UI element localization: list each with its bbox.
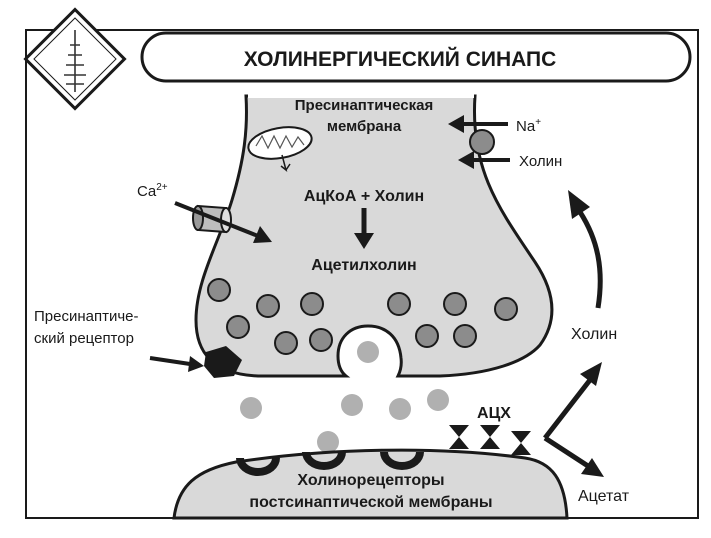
na-arrow-icon [448,115,508,133]
ache-label: АЦХ [477,405,511,422]
ca-arrow-icon [174,201,272,243]
choline-top-label: Холин [519,153,562,170]
vesicle [415,324,439,348]
vesicle [387,292,411,316]
released-ach [341,394,363,416]
vesicle [494,297,518,321]
presynaptic-membrane-label-2: мембрана [327,118,402,135]
vesicle [300,292,324,316]
vesicle [274,331,298,355]
vesicles [207,278,518,355]
vesicle [256,294,280,318]
title-text: ХОЛИНЕРГИЧЕСКИЙ СИНАПС [244,47,557,71]
breakdown-arrows-icon [543,362,604,477]
released-ach [357,341,379,363]
presynaptic-receptor-arrow-icon [149,356,204,372]
ache-enzymes [449,425,531,455]
vesicle [443,292,467,316]
released-ach [317,431,339,453]
vesicle [453,324,477,348]
mitochondrion-icon [247,126,313,173]
cholinoreceptors-label-1: Холинорецепторы [297,472,444,489]
vesicle [226,315,250,339]
presynaptic-membrane-label-1: Пресинаптическая [295,97,433,114]
ache-icon [449,425,469,449]
acetyl-coa-choline-label: АцКоА + Холин [304,188,424,205]
acetate-label: Ацетат [578,488,630,505]
vesicle [309,328,333,352]
na-label: Na+ [516,117,541,135]
ca-label: Ca2+ [137,182,168,200]
synthesis-arrow-icon [354,208,374,249]
cholinoreceptor-icon [236,458,280,476]
ache-icon [511,431,531,455]
ache-icon [480,425,500,449]
cholinoreceptors-label-2: постсинаптической мембраны [249,494,492,511]
choline-right-label: Холин [571,326,617,343]
acetylcholine-label: Ацетилхолин [311,257,416,274]
choline-in-arrow-icon [458,151,510,169]
choline-transporter [469,129,495,155]
cleft-ach [240,389,449,453]
logo-icon [23,7,127,111]
choline-reuptake-arrow-icon [568,190,603,309]
presynaptic-receptor-icon [204,346,242,378]
cholinoreceptor-icon [302,452,346,470]
terminal-top-mask [248,90,474,98]
presynaptic-receptor-label-2: ский рецептор [34,330,134,347]
title-banner [140,31,692,83]
released-ach [240,397,262,419]
cholinoreceptors [236,452,424,476]
released-ach [389,398,411,420]
cholinoreceptor-icon [380,452,424,470]
released-ach [427,389,449,411]
presynaptic-receptor-label-1: Пресинаптиче- [34,308,139,325]
vesicle [207,278,231,302]
presynaptic-terminal [194,94,554,378]
